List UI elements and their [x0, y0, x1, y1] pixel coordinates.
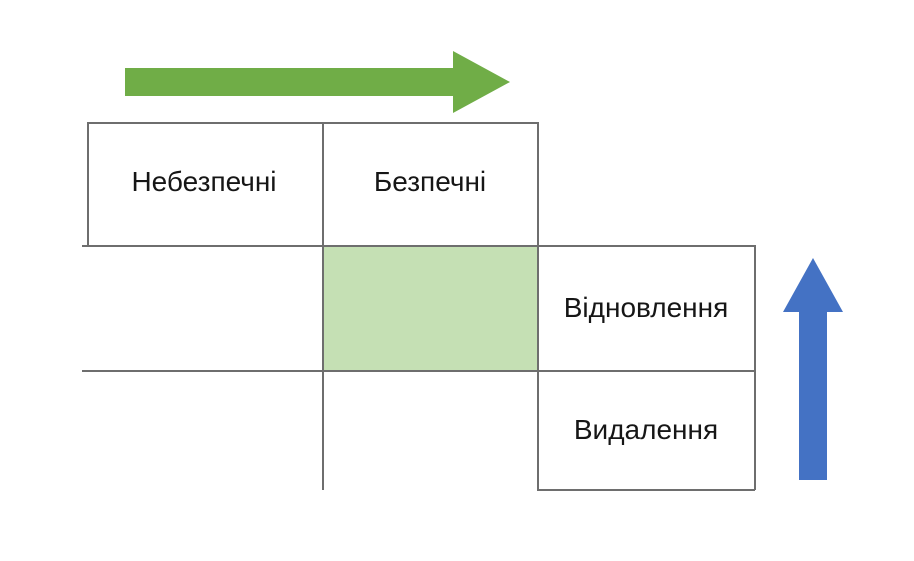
arrow-up-icon: [783, 258, 843, 480]
grid-line-right: [754, 245, 756, 490]
grid-line-table-left: [87, 122, 89, 246]
cell-label-deletion: Видалення: [573, 414, 719, 445]
grid-line-table-top: [87, 122, 537, 124]
grid-line-column-divider-1: [322, 122, 324, 490]
cell-label-safe: Безпечні: [373, 166, 487, 197]
highlighted-cell: [323, 246, 537, 370]
grid-line-bottom: [537, 489, 755, 491]
cell-label-unsafe: Небезпечні: [131, 166, 277, 197]
cell-label-recovery: Відновлення: [563, 292, 729, 323]
grid-line-row-divider-upper: [82, 245, 755, 247]
grid-line-row-divider-lower: [82, 370, 755, 372]
arrow-right-icon: [125, 51, 510, 113]
grid-line-column-divider-2: [537, 122, 539, 490]
